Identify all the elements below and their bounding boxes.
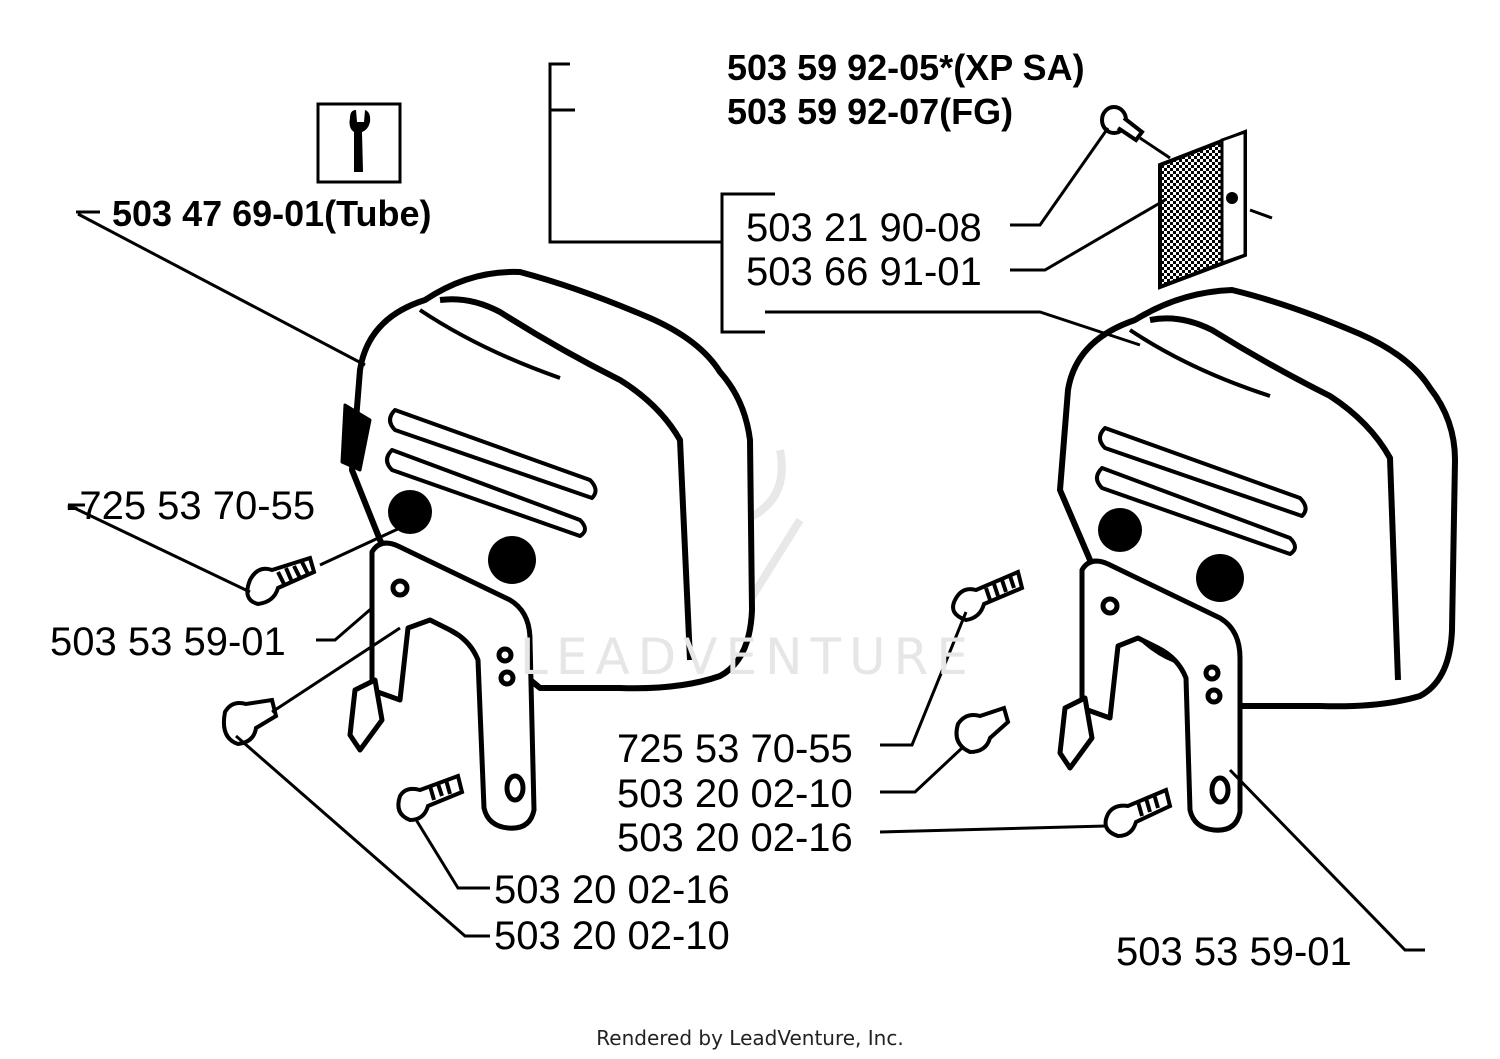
spark-arrestor-screen — [1158, 129, 1247, 290]
label-screw-right-a: 503 20 02-10 — [617, 772, 853, 816]
footer-credit: Rendered by LeadVenture, Inc. — [596, 1026, 904, 1050]
label-screen-right: 503 66 91-01 — [746, 250, 982, 294]
label-tube: 503 47 69-01(Tube) — [112, 193, 432, 234]
label-screw-left-a: 503 20 02-10 — [494, 914, 730, 958]
bracket-right — [1057, 558, 1243, 833]
watermark-text: LEADVENTURE — [520, 628, 976, 686]
label-bolt-right: 725 53 70-55 — [617, 727, 853, 771]
label-screw-right-b: 503 20 02-16 — [617, 816, 853, 860]
screw-right-middle — [954, 705, 1011, 755]
wrench-icon — [316, 102, 402, 184]
screw-left-middle — [221, 697, 279, 747]
kit-bracket-lines — [548, 62, 775, 334]
label-kit-xp-sa: 503 59 92-05*(XP SA) — [727, 47, 1085, 88]
label-bracket-left: 503 53 59-01 — [50, 620, 286, 664]
bracket-left — [347, 540, 537, 831]
screw-right-upper — [951, 569, 1025, 623]
label-screw-left-b: 503 20 02-16 — [494, 868, 730, 912]
screen-screw — [1100, 105, 1145, 143]
label-bolt-left: -725 53 70-55 — [66, 484, 316, 528]
screw-left-upper — [245, 555, 317, 607]
label-screw-right-top: 503 21 90-08 — [746, 206, 982, 250]
screw-right-lower — [1103, 787, 1173, 839]
screw-left-lower — [396, 773, 465, 823]
label-kit-fg: 503 59 92-07(FG) — [727, 91, 1014, 132]
leader-lines — [67, 127, 1425, 952]
muffler-right — [1057, 287, 1458, 710]
label-bracket-right: 503 53 59-01 — [1116, 930, 1352, 974]
